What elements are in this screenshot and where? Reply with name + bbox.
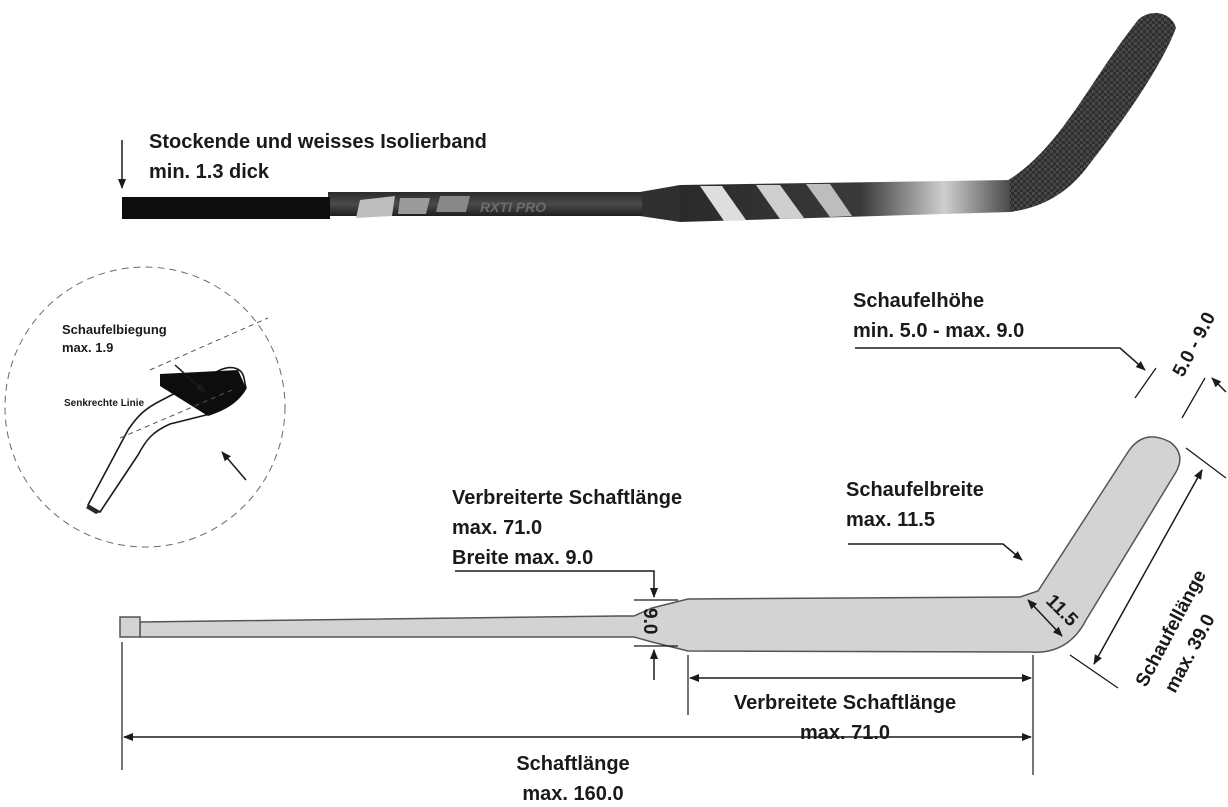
curve-label-line2: max. 1.9 [62,340,113,355]
blade-width-leader [848,543,1023,561]
vertical-line-label: Senkrechte Linie [64,398,144,409]
schematic-stick [119,436,1181,653]
blade-curve-inset: Schaufelbiegung max. 1.9 Senkrechte Lini… [4,266,286,548]
shaft-length-label-line2: max. 160.0 [522,783,623,805]
blade-width-label-line1: Schaufelbreite [846,479,984,501]
inset-dashed-line [119,389,233,439]
blade-height-label-line1: Schaufelhöhe [853,290,984,312]
top-stick-blade [1005,13,1176,212]
blade-width-dimension [1027,599,1063,637]
inset-toe [86,505,100,514]
widened-shaft-label-line3: Breite max. 9.0 [452,547,593,569]
blade-length-dimension [1093,469,1203,665]
blade-height-arrow [1211,377,1227,393]
blade-height-leader [855,347,1146,371]
widened-length-label-line2: max. 71.0 [800,722,890,744]
inset-dashed-line [149,317,269,371]
schematic-butt-end [119,616,141,638]
blade-width-label-line2: max. 11.5 [846,509,935,531]
blade-height-ext-line [1181,377,1206,419]
blade-height-label-line2: min. 5.0 - max. 9.0 [853,320,1024,342]
paddle-stripe [806,184,852,217]
widened-shaft-width-value: 9.0 [639,608,660,634]
widened-shaft-leader [455,570,658,598]
schematic-stick-shape [139,436,1181,653]
widened-length-label-line1: Verbreitete Schaftlänge [734,692,956,714]
brand-logo: RXTI PRO [356,196,546,218]
paddle-stripe [700,186,746,221]
curve-label-line1: Schaufelbiegung [62,322,167,337]
shaft-length-label-line1: Schaftlänge [516,753,629,775]
blade-height-value: 5.0 - 9.0 [1169,309,1220,380]
paddle-stripe [756,185,804,219]
inset-arrow-bottom [221,451,247,481]
butt-end-label-line1: Stockende und weisses Isolierband [149,131,487,153]
inset-circle [4,266,286,548]
top-goalie-stick: RXTI PRO [122,13,1176,222]
widened-shaft-label-line1: Verbreiterte Schaftlänge [452,487,682,509]
butt-end-label-line2: min. 1.3 dick [149,161,270,183]
inset-curve-band [160,370,246,416]
butt-end-tape [122,197,330,219]
top-stick-taper [640,185,680,222]
blade-length-ext-line [1185,447,1227,479]
blade-height-ext-line [1134,367,1157,399]
blade-length-ext-line [1069,654,1119,689]
widened-shaft-label-line2: max. 71.0 [452,517,542,539]
inset-arrow-top [174,364,206,393]
brand-text: RXTI PRO [480,199,546,215]
